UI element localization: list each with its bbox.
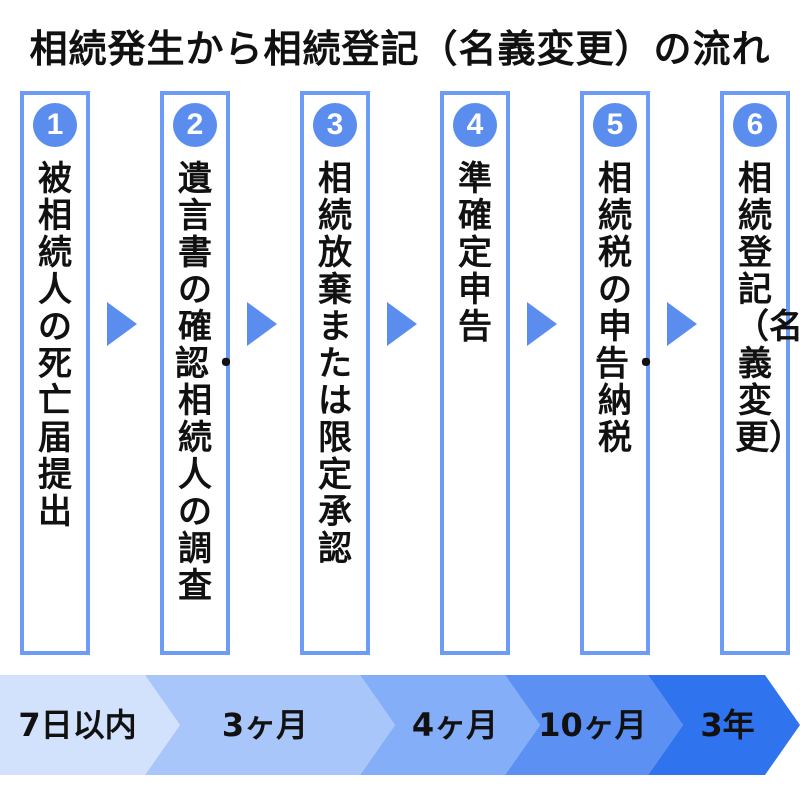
step-4-number: 4 xyxy=(453,103,497,147)
arrow-right-icon xyxy=(247,302,277,346)
timeline-segment-4 xyxy=(505,675,683,775)
arrow-right-icon xyxy=(527,302,557,346)
step-3-box: 3 相続放棄または限定承認 xyxy=(300,91,370,655)
step-6-number: 6 xyxy=(733,103,777,147)
timeline-label-4: 10ヶ月 xyxy=(538,706,647,744)
page-title: 相続発生から相続登記（名義変更）の流れ xyxy=(29,27,771,71)
arrow-right-icon xyxy=(107,302,137,346)
arrow-right-icon xyxy=(667,302,697,346)
timeline-label-5: 3年 xyxy=(700,706,755,744)
step-4-label: 準確定申告 xyxy=(458,159,492,347)
timeline-segment-2 xyxy=(145,675,395,775)
step-5-number: 5 xyxy=(593,103,637,147)
step-6-label: 相続登記（名義変更） xyxy=(735,159,800,458)
step-1-number: 1 xyxy=(33,103,77,147)
step-1-label: 被相続人の死亡届提出 xyxy=(38,159,72,532)
step-2-label: 遺言書の確認・相続人の調査 xyxy=(175,159,243,606)
timeline-bar: 7日以内 3ヶ月 4ヶ月 10ヶ月 3年 xyxy=(0,675,800,775)
step-1-box: 1 被相続人の死亡届提出 xyxy=(20,91,90,655)
step-6-box: 6 相続登記（名義変更） xyxy=(720,91,800,655)
arrow-right-icon xyxy=(387,302,417,346)
timeline-label-2: 3ヶ月 xyxy=(221,706,309,744)
step-3-label: 相続放棄または限定承認 xyxy=(318,159,352,569)
step-2-box: 2 遺言書の確認・相続人の調査 xyxy=(160,91,243,655)
step-2-number: 2 xyxy=(173,103,217,147)
step-5-label: 相続税の申告・納税 xyxy=(595,159,663,458)
step-3-number: 3 xyxy=(313,103,357,147)
step-5-box: 5 相続税の申告・納税 xyxy=(580,91,663,655)
timeline-chevrons xyxy=(0,675,800,775)
timeline-label-1: 7日以内 xyxy=(18,706,137,744)
timeline-segment-1 xyxy=(0,675,180,775)
timeline-segment-5 xyxy=(648,675,800,775)
step-4-box: 4 準確定申告 xyxy=(440,91,510,655)
timeline-label-3: 4ヶ月 xyxy=(411,706,499,744)
timeline-segment-3 xyxy=(360,675,540,775)
